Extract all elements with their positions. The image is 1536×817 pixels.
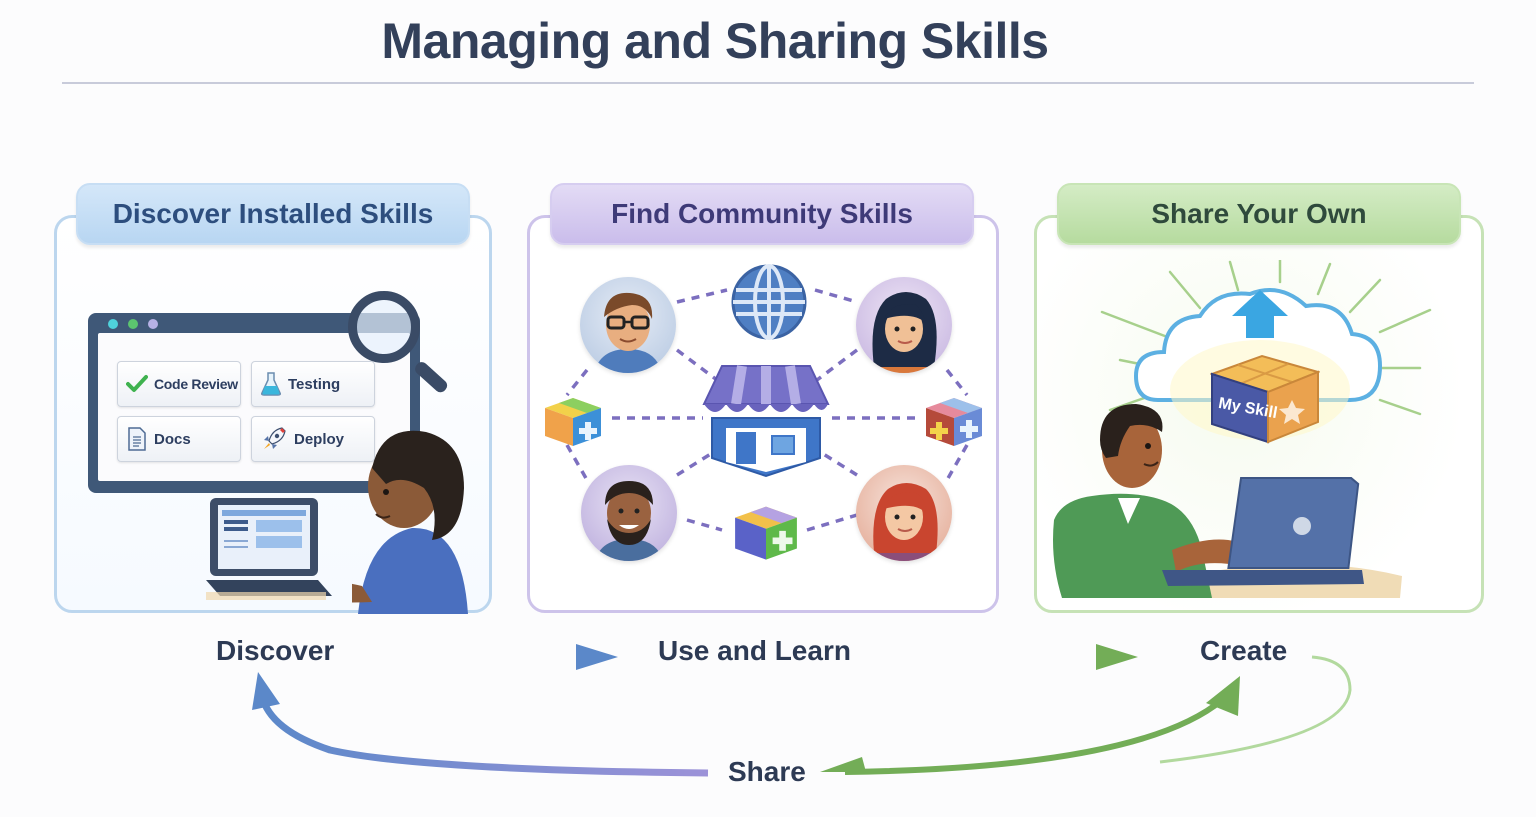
checkmark-icon (126, 375, 148, 392)
skill-label: Code Review (154, 376, 238, 392)
window-dots (108, 319, 158, 329)
magnifier-icon (348, 291, 420, 363)
person-illustration-share (1053, 404, 1402, 598)
avatar-community-member-1[interactable] (580, 277, 676, 373)
skill-cube-icon[interactable] (729, 500, 803, 564)
panel-share-heading: Share Your Own (1057, 183, 1461, 245)
skill-label: Docs (154, 430, 191, 448)
page-title: Managing and Sharing Skills (381, 13, 1049, 69)
dot-icon (108, 319, 118, 329)
skill-card-docs[interactable]: Docs (117, 416, 241, 462)
flow-step-discover: Discover (216, 635, 335, 666)
dot-icon (128, 319, 138, 329)
globe-icon[interactable] (730, 263, 808, 341)
flow-arrows (252, 644, 1352, 777)
avatar-community-member-3[interactable] (581, 465, 677, 561)
person-illustration-discover (352, 430, 468, 614)
skill-label: Testing (288, 375, 341, 393)
avatar-community-member-2[interactable] (856, 277, 952, 373)
document-icon (128, 427, 146, 451)
skill-card-testing[interactable]: Testing (251, 361, 375, 407)
rocket-icon (264, 427, 286, 449)
skill-card-deploy[interactable]: Deploy (251, 416, 375, 462)
dot-icon (148, 319, 158, 329)
panel-discover-heading: Discover Installed Skills (76, 183, 470, 245)
person-woman-icon (872, 292, 937, 373)
skill-cube-icon[interactable] (541, 392, 605, 450)
my-skill-package[interactable]: My Skill (1210, 352, 1320, 444)
community-network-lines (565, 288, 969, 532)
flow-step-use-and-learn: Use and Learn (658, 635, 851, 666)
skill-cube-icon[interactable] (922, 392, 986, 450)
person-redhead-icon (873, 483, 938, 561)
skill-label: Deploy (294, 430, 345, 448)
laptop-illustration (206, 498, 332, 600)
skill-card-code-review[interactable]: Code Review (117, 361, 241, 407)
flow-step-create: Create (1200, 635, 1288, 666)
flask-icon (261, 372, 281, 396)
flow-step-share: Share (728, 756, 806, 787)
avatar-community-member-4[interactable] (856, 465, 952, 561)
storefront-icon[interactable] (702, 360, 830, 478)
person-glasses-icon (594, 292, 662, 373)
panel-community-heading: Find Community Skills (550, 183, 974, 245)
title-divider (62, 82, 1474, 84)
person-beard-icon (595, 481, 663, 561)
package-box-icon (1210, 354, 1320, 444)
